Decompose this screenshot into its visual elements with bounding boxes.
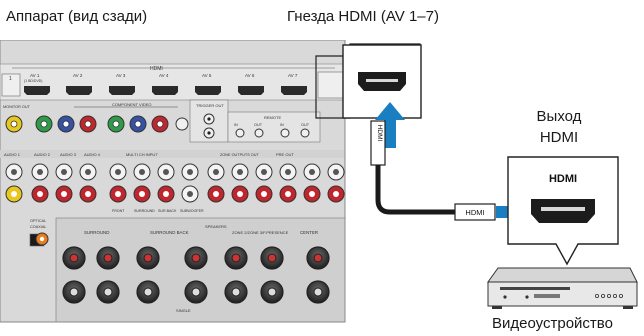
hdmi-cable: HDMI HDMI bbox=[370, 120, 496, 221]
device-hdmi-output-bubble: HDMI bbox=[507, 156, 619, 266]
svg-text:AUDIO 3: AUDIO 3 bbox=[60, 152, 77, 157]
hdmi-port-av7: AV 7 bbox=[281, 73, 307, 95]
hdmi-jacks-caption: Гнезда HDMI (AV 1–7) bbox=[287, 8, 439, 25]
component-video-label: COMPONENT VIDEO bbox=[112, 102, 152, 107]
svg-text:AUDIO 2: AUDIO 2 bbox=[34, 152, 51, 157]
svg-text:SUBWOOFER: SUBWOOFER bbox=[180, 209, 204, 213]
coaxial-label: COAXIAL bbox=[30, 225, 46, 229]
svg-text:AUDIO 1: AUDIO 1 bbox=[4, 152, 21, 157]
zone-outputs-label: ZONE OUTPUTS OUT bbox=[220, 153, 259, 157]
hdmi-output-caption-line1: Выход bbox=[536, 108, 582, 125]
unit-rear-caption: Аппарат (вид сзади) bbox=[6, 8, 148, 25]
svg-text:IN: IN bbox=[280, 123, 284, 127]
arrow-up-icon bbox=[375, 102, 405, 148]
svg-text:AV 3: AV 3 bbox=[116, 73, 126, 78]
hdmi-port-av3: AV 3 bbox=[109, 73, 135, 95]
speaker-terminals bbox=[62, 246, 330, 304]
monitor-out-label: MONITOR OUT bbox=[3, 105, 31, 109]
svg-text:OUT: OUT bbox=[301, 123, 310, 127]
optical-label: OPTICAL bbox=[30, 219, 46, 223]
audio-rca-jacks bbox=[5, 163, 345, 203]
hdmi-port-av5: AV 5 bbox=[195, 73, 221, 95]
svg-text:AV 7: AV 7 bbox=[288, 73, 298, 78]
hdmi-port-av2: AV 2 bbox=[66, 73, 92, 95]
receiver-rear-panel: HDMI 1 AV 1 (1 BD/DVD) AV 2 AV 3 AV 4 AV… bbox=[0, 40, 345, 322]
svg-text:OUT: OUT bbox=[254, 123, 263, 127]
svg-text:SINGLE: SINGLE bbox=[176, 308, 191, 313]
svg-text:SURROUND: SURROUND bbox=[84, 230, 109, 235]
cable-plug-label-top: HDMI bbox=[376, 125, 383, 142]
svg-text:AUDIO 4: AUDIO 4 bbox=[84, 152, 101, 157]
remote-label: REMOTE bbox=[264, 115, 281, 120]
video-device-caption: Видеоустройство bbox=[492, 315, 613, 332]
speakers-label: SPEAKERS bbox=[205, 224, 227, 229]
svg-text:CENTER: CENTER bbox=[300, 230, 318, 235]
hdmi-port-av6: AV 6 bbox=[238, 73, 264, 95]
svg-text:AV 5: AV 5 bbox=[202, 73, 212, 78]
video-player-device bbox=[487, 267, 638, 309]
svg-text:(1 BD/DVD): (1 BD/DVD) bbox=[24, 79, 42, 83]
hdmi-output-caption-line2: HDMI bbox=[539, 129, 579, 146]
hdmi-port-av1: AV 1 (1 BD/DVD) bbox=[24, 73, 50, 95]
svg-text:SURROUND BACK: SURROUND BACK bbox=[150, 230, 189, 235]
svg-text:IN: IN bbox=[234, 123, 238, 127]
svg-text:AV 2: AV 2 bbox=[73, 73, 83, 78]
svg-text:AV 4: AV 4 bbox=[159, 73, 169, 78]
svg-text:SUR.BACK: SUR.BACK bbox=[158, 209, 177, 213]
svg-text:AV 1: AV 1 bbox=[30, 73, 40, 78]
device-hdmi-port-label: HDMI bbox=[549, 173, 577, 185]
port-1-label: 1 bbox=[9, 76, 12, 82]
pre-out-label: PRE OUT bbox=[276, 152, 294, 157]
svg-text:AV 6: AV 6 bbox=[245, 73, 255, 78]
trigger-out-label: TRIGGER OUT bbox=[196, 103, 224, 108]
svg-text:ZONE 2/ZONE 3/F.PRESENCE: ZONE 2/ZONE 3/F.PRESENCE bbox=[232, 230, 289, 235]
svg-text:FRONT: FRONT bbox=[112, 209, 125, 213]
hdmi-group-label: HDMI bbox=[150, 66, 163, 72]
component-video-jacks bbox=[5, 115, 189, 133]
hdmi-port-callout bbox=[315, 43, 422, 119]
cable-plug-label-right: HDMI bbox=[465, 208, 484, 217]
svg-text:SURROUND: SURROUND bbox=[134, 209, 155, 213]
multi-ch-input-label: MULTI CH INPUT bbox=[126, 152, 158, 157]
hdmi-port-av4: AV 4 bbox=[152, 73, 178, 95]
